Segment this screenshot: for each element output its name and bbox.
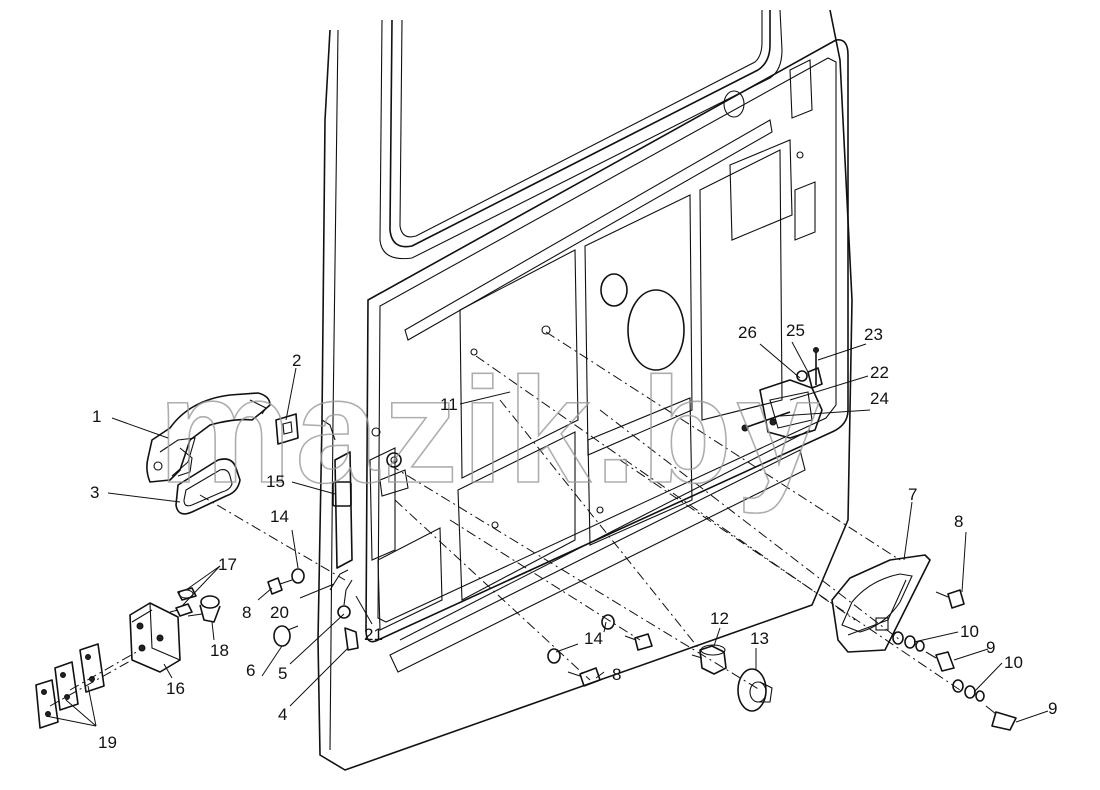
callout-10-lower: 10 bbox=[1004, 653, 1023, 672]
callout-25: 25 bbox=[786, 321, 805, 340]
callout-21: 21 bbox=[364, 625, 383, 644]
striker-part-16 bbox=[129, 602, 181, 673]
callout-19: 19 bbox=[98, 733, 117, 752]
outer-door-handle-part-1 bbox=[146, 392, 271, 483]
watermark-text: mazik.by bbox=[158, 346, 824, 514]
door-panel bbox=[317, 9, 853, 771]
callout-numbers: 1 2 3 4 5 6 7 8 8 8 8 9 9 10 10 11 12 13… bbox=[90, 321, 1057, 752]
assembly-axes bbox=[49, 331, 961, 707]
callout-8-right: 8 bbox=[954, 512, 963, 531]
handle-gasket-part-3 bbox=[175, 458, 241, 515]
callout-22: 22 bbox=[870, 363, 889, 382]
callout-8-left: 8 bbox=[242, 603, 251, 622]
callout-10-upper: 10 bbox=[960, 622, 979, 641]
callout-4: 4 bbox=[278, 705, 287, 724]
callout-6: 6 bbox=[246, 661, 255, 680]
callout-7: 7 bbox=[908, 485, 917, 504]
callout-26: 26 bbox=[738, 323, 757, 342]
callout-20: 20 bbox=[270, 603, 289, 622]
screws-part-17 bbox=[169, 587, 197, 617]
callout-8-center: 8 bbox=[612, 665, 621, 684]
callout-3: 3 bbox=[90, 483, 99, 502]
callout-13: 13 bbox=[750, 629, 769, 648]
callout-12: 12 bbox=[710, 609, 729, 628]
callout-24: 24 bbox=[870, 389, 889, 408]
callout-9-lower: 9 bbox=[1048, 699, 1057, 718]
callout-23: 23 bbox=[864, 325, 883, 344]
callout-14-left: 14 bbox=[270, 507, 289, 526]
callout-16: 16 bbox=[166, 679, 185, 698]
callout-5: 5 bbox=[278, 664, 287, 683]
lock-cover-part-13 bbox=[737, 668, 773, 712]
handle-pad-part-2 bbox=[275, 413, 299, 445]
lock-knob-part-12 bbox=[691, 644, 727, 675]
leader-lines bbox=[45, 341, 1049, 727]
callout-11: 11 bbox=[440, 395, 458, 414]
callout-14-center: 14 bbox=[584, 629, 603, 648]
callout-1: 1 bbox=[92, 407, 101, 426]
callout-15: 15 bbox=[266, 472, 285, 491]
callout-18: 18 bbox=[210, 641, 229, 660]
callout-17: 17 bbox=[218, 555, 237, 574]
callout-9-upper: 9 bbox=[986, 638, 995, 657]
callout-2: 2 bbox=[292, 351, 301, 370]
pin-part-18 bbox=[187, 595, 221, 623]
inner-door-handle-part-7 bbox=[831, 554, 931, 653]
